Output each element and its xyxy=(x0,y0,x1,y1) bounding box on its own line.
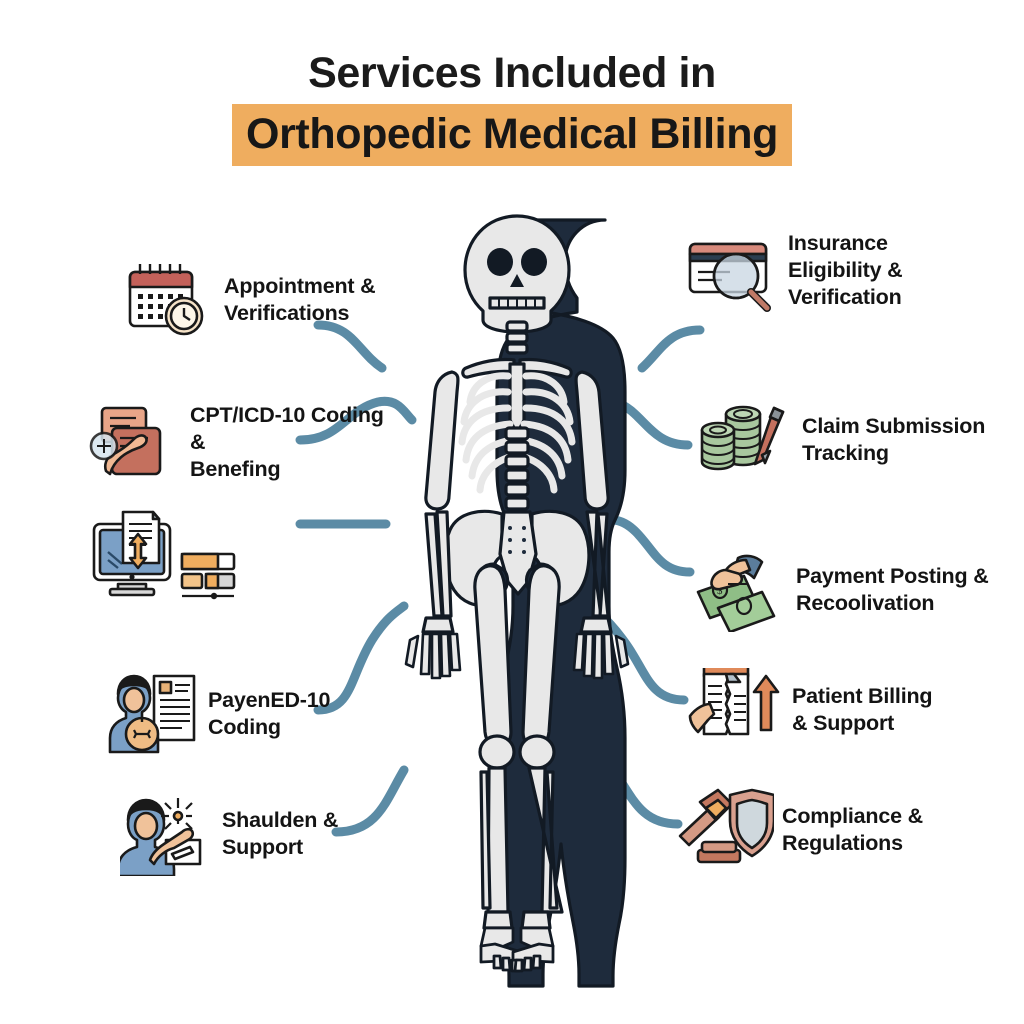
label-line: Patient Billing xyxy=(792,684,933,708)
label-line: Support xyxy=(222,835,303,859)
service-label: Shaulden & Support xyxy=(222,807,338,861)
page-title-line-2: Orthopedic Medical Billing xyxy=(232,104,792,166)
service-label: Claim Submission Tracking xyxy=(802,413,985,467)
person-writing-support-icon xyxy=(120,792,216,876)
monitor-document-upload-icon xyxy=(88,508,238,618)
label-line: Benefing xyxy=(190,456,281,481)
label-line: Claim Submission xyxy=(802,414,986,438)
coding-documents-hand-icon xyxy=(88,400,184,484)
svg-text:$: $ xyxy=(717,585,723,597)
connector-left-5 xyxy=(331,765,409,837)
service-label: Payment Posting & Recoolivation xyxy=(796,563,989,617)
service-item-monitor-upload[interactable] xyxy=(88,508,338,618)
service-item-insurance-eligibility[interactable]: Insurance Eligibility & Verification xyxy=(684,228,1004,312)
gavel-shield-icon xyxy=(678,788,774,872)
label-line: Tracking xyxy=(802,441,889,465)
torn-document-arrow-icon xyxy=(688,668,784,752)
connector-left-1 xyxy=(313,320,387,373)
title-highlight-wrap: Orthopedic Medical Billing xyxy=(232,104,792,166)
label-line: Compliance & xyxy=(782,804,923,828)
calendar-clock-icon xyxy=(122,258,218,342)
coin-stacks-pen-icon xyxy=(698,398,794,482)
person-document-clock-icon xyxy=(106,672,202,756)
service-item-payment-posting[interactable]: $ Payment Posting & Recoolivation xyxy=(692,548,1022,632)
connector-right-3 xyxy=(607,515,695,577)
service-label: CPT/ICD-10 Coding & Benefing xyxy=(190,402,398,483)
service-label: Compliance & Regulations xyxy=(782,803,923,857)
label-line: Verification xyxy=(788,284,902,309)
service-item-compliance-regulations[interactable]: Compliance & Regulations xyxy=(678,788,1008,872)
service-item-payened-coding[interactable]: PayenED-10 Coding xyxy=(106,672,386,756)
hand-cash-icon: $ xyxy=(692,548,788,632)
label-line: Shaulden & xyxy=(222,808,339,832)
service-item-claim-submission-tracking[interactable]: Claim Submission Tracking xyxy=(698,398,1018,482)
service-label: Patient Billing & Support xyxy=(792,683,933,737)
label-line: PayenED-10 xyxy=(208,688,331,712)
service-label: Appointment & Verifications xyxy=(224,273,376,327)
label-line: CPT/ICD-10 Coding & xyxy=(190,402,384,454)
label-line: Coding xyxy=(208,715,281,739)
service-item-shaulden-support[interactable]: Shaulden & Support xyxy=(120,792,390,876)
connector-left-4 xyxy=(313,601,409,715)
insurance-card-magnifier-icon xyxy=(684,228,780,312)
connector-right-1 xyxy=(637,325,705,373)
label-line: Regulations xyxy=(782,831,903,855)
service-label: PayenED-10 Coding xyxy=(208,687,330,741)
human-skeleton-illustration xyxy=(404,214,630,988)
label-line: Verifications xyxy=(224,301,350,325)
connector-left-2 xyxy=(295,396,417,445)
service-item-appointment-verifications[interactable]: Appointment & Verifications xyxy=(122,258,392,342)
label-line: Payment Posting & xyxy=(796,564,989,588)
label-line: Recoolivation xyxy=(796,591,935,615)
label-line: Insurance xyxy=(788,230,888,255)
title-block: Services Included in Orthopedic Medical … xyxy=(0,46,1024,166)
service-item-cpt-icd-coding[interactable]: CPT/ICD-10 Coding & Benefing xyxy=(88,400,398,484)
label-line: Appointment & xyxy=(224,274,376,298)
label-line: Eligibility & xyxy=(788,257,903,282)
service-item-patient-billing[interactable]: Patient Billing & Support xyxy=(688,668,1018,752)
label-line: & Support xyxy=(792,711,895,735)
service-label: Insurance Eligibility & Verification xyxy=(788,230,903,311)
page-title-line-1: Services Included in xyxy=(308,49,716,97)
